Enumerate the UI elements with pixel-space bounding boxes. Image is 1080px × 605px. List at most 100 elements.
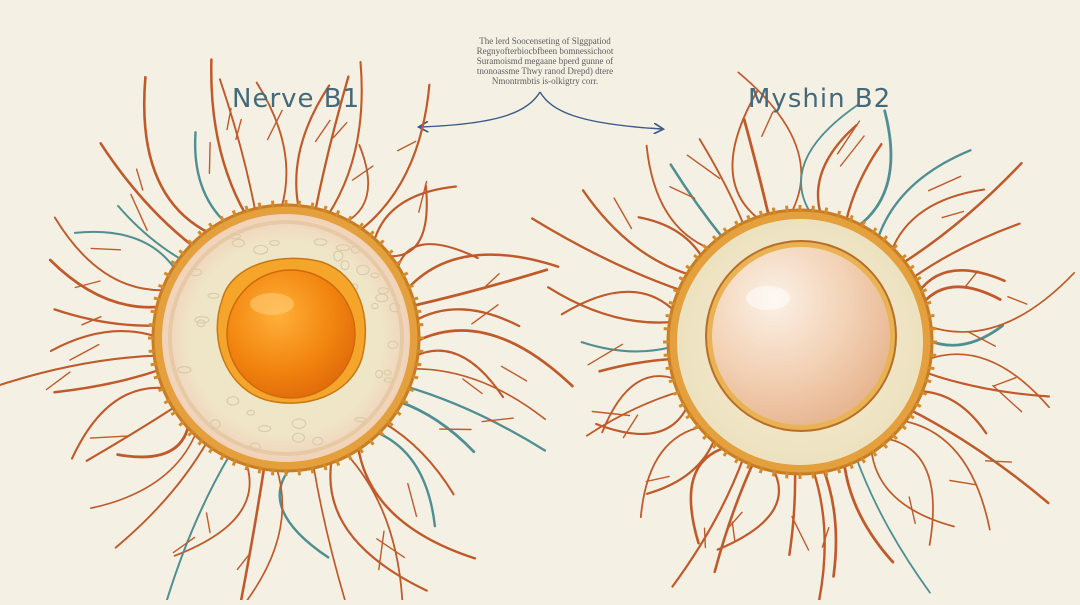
dendrite bbox=[789, 470, 795, 555]
membrane-tooth bbox=[664, 355, 671, 356]
membrane-tooth bbox=[669, 302, 676, 304]
arrow-to-left-cell bbox=[420, 92, 540, 127]
dendrite-branch bbox=[398, 141, 416, 150]
membrane-tooth bbox=[929, 355, 936, 356]
membrane-tooth bbox=[924, 302, 931, 304]
membrane-tooth bbox=[415, 364, 422, 365]
dendrite-branch bbox=[966, 271, 978, 286]
dendrite bbox=[411, 270, 547, 306]
dendrite-branch bbox=[207, 513, 211, 533]
dendrite bbox=[901, 421, 990, 530]
dendrite-branch bbox=[209, 143, 210, 174]
dendrite-branch bbox=[950, 481, 977, 485]
membrane-tooth bbox=[664, 329, 671, 330]
dendrite-branch bbox=[1008, 297, 1027, 304]
dendrite-branch bbox=[70, 345, 99, 361]
membrane-tooth bbox=[415, 311, 422, 312]
dendrite bbox=[374, 187, 456, 244]
dendrite-branch bbox=[993, 386, 1022, 412]
dendrite bbox=[118, 206, 183, 261]
membrane-tooth bbox=[666, 315, 673, 316]
membrane-tooth bbox=[154, 376, 161, 378]
dendrite bbox=[50, 260, 161, 307]
dendrite bbox=[924, 372, 1049, 396]
dendrite bbox=[398, 401, 473, 451]
membrane-tooth bbox=[787, 206, 788, 213]
dendrite bbox=[165, 454, 230, 600]
dendrite bbox=[72, 388, 167, 459]
dendrite bbox=[406, 386, 545, 450]
dendrite bbox=[918, 391, 986, 433]
dendrite bbox=[884, 438, 933, 545]
dendrite-branch bbox=[986, 461, 1012, 462]
dendrite bbox=[195, 132, 226, 223]
dendrite-branch bbox=[47, 372, 70, 389]
dendrite bbox=[236, 467, 282, 600]
dendrite bbox=[891, 190, 984, 253]
dendrite bbox=[344, 145, 368, 223]
dendrite bbox=[927, 354, 1049, 407]
membrane-tooth bbox=[246, 463, 248, 470]
dendrite-branch bbox=[670, 187, 695, 199]
membrane-tooth bbox=[246, 206, 248, 213]
membrane-tooth bbox=[760, 466, 762, 473]
dendrite bbox=[345, 453, 403, 600]
membrane-tooth bbox=[666, 367, 673, 368]
membrane-tooth bbox=[825, 470, 826, 477]
membrane-tooth bbox=[928, 315, 935, 316]
dendrite-branch bbox=[614, 198, 631, 228]
caption-line: Suramoismd megaane bperd gunne of bbox=[455, 56, 635, 66]
membrane-tooth bbox=[416, 351, 423, 352]
nerve-cell-nucleus bbox=[227, 270, 355, 398]
dendrite-branch bbox=[792, 517, 809, 550]
dendrite-branch bbox=[268, 110, 283, 139]
membrane-tooth bbox=[312, 203, 313, 210]
dendrite bbox=[857, 111, 891, 228]
dendrite bbox=[583, 190, 691, 275]
membrane-tooth bbox=[273, 201, 274, 208]
dendrite-branch bbox=[316, 120, 330, 141]
dendrite bbox=[856, 457, 930, 592]
membrane-tooth bbox=[151, 364, 158, 365]
membrane-tooth bbox=[773, 208, 774, 215]
dendrite bbox=[918, 270, 1004, 292]
dendrite bbox=[532, 219, 683, 291]
membrane-tooth bbox=[703, 245, 708, 250]
dendrite bbox=[801, 104, 859, 215]
dendrite bbox=[602, 376, 678, 432]
caption-line: Nmontrmbtis is-olkigtry corr. bbox=[455, 76, 635, 86]
dendrite bbox=[330, 459, 426, 591]
caption-line: tnonoassme Thwy ranod Drepd) dtere bbox=[455, 66, 635, 76]
dendrite bbox=[647, 438, 715, 494]
membrane-tooth bbox=[259, 467, 260, 474]
membrane-tooth bbox=[299, 201, 300, 208]
nerve-cell-nucleus-highlight bbox=[250, 293, 294, 315]
dendrite bbox=[639, 217, 703, 258]
dendrite bbox=[414, 309, 519, 326]
dendrite-branch bbox=[137, 169, 143, 190]
nerve-cell bbox=[0, 60, 572, 601]
caption-line: The lerd Soocenseting of Slggpatiod bbox=[455, 36, 635, 46]
membrane-tooth bbox=[273, 468, 274, 475]
myshin-cell-label: Myshin B2 bbox=[748, 84, 891, 114]
membrane-tooth bbox=[760, 211, 762, 218]
membrane-tooth bbox=[379, 240, 384, 245]
membrane-tooth bbox=[838, 466, 840, 473]
membrane-tooth bbox=[411, 376, 418, 378]
dendrite bbox=[55, 309, 158, 325]
dendrite bbox=[75, 232, 176, 271]
dendrite bbox=[51, 331, 157, 351]
membrane-tooth bbox=[924, 380, 931, 382]
membrane-tooth bbox=[825, 208, 826, 215]
dendrite-branch bbox=[762, 112, 773, 136]
dendrite bbox=[641, 426, 704, 517]
membrane-tooth bbox=[312, 467, 313, 474]
membrane-tooth bbox=[669, 380, 676, 382]
arrow-to-right-cell bbox=[540, 92, 662, 129]
myshin-cell-nucleus bbox=[712, 247, 890, 425]
membrane-tooth bbox=[813, 471, 814, 478]
caption-line: Regnyofterbiocbfbeen bomnessichoot bbox=[455, 46, 635, 56]
dendrite bbox=[846, 144, 882, 222]
dendrite-branch bbox=[90, 436, 127, 438]
